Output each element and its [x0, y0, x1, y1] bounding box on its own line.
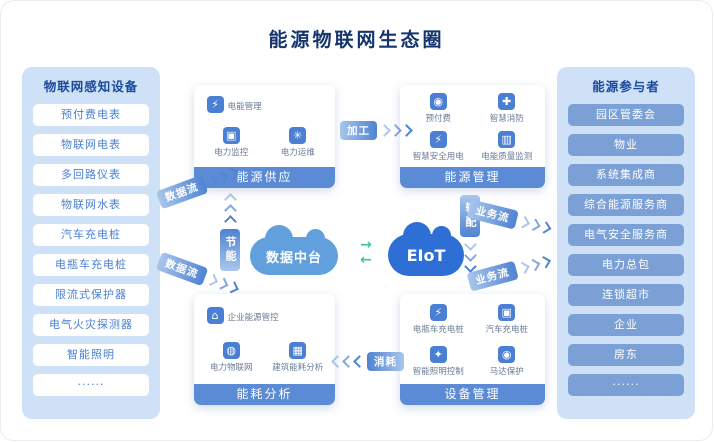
- feature-item: ▥ 电能质量监测: [481, 130, 533, 162]
- list-item: 电气安全服务商: [568, 224, 684, 246]
- box-title-energy-analysis: 能耗分析: [194, 384, 335, 405]
- feature-item: ⚡ 电瓶车充电桩: [412, 303, 464, 335]
- list-item: 物联网水表: [33, 194, 149, 216]
- page-title: 能源物联网生态圈: [268, 29, 445, 51]
- exchange-arrows-icon: → ←: [360, 237, 372, 268]
- list-item-ellipsis: ······: [33, 374, 149, 396]
- list-item: 综合能源服务商: [568, 194, 684, 216]
- feature-item: ◍ 电力物联网: [209, 342, 253, 373]
- safe-power-icon: ⚡: [429, 130, 447, 148]
- building-energy-icon: ▦: [289, 342, 307, 359]
- arrowhead-icon: [463, 238, 477, 273]
- list-item: 电瓶车充电桩: [33, 254, 149, 276]
- arrowhead-icon: [205, 273, 239, 294]
- arrowhead-icon: [517, 215, 551, 234]
- arrowhead-icon: [223, 193, 237, 228]
- fire-safety-shield-icon: ✚: [498, 92, 516, 110]
- feature-item: ⚡ 智慧安全用电: [412, 130, 464, 162]
- energy-management-box: ◉ 预付费 ✚ 智慧消防 ⚡ 智慧安全用电 ▥ 电能质量监测 能源管理: [400, 85, 545, 188]
- right-panel-list: 园区管委会 物业 系统集成商 综合能源服务商 电气安全服务商 电力总包 连锁超市…: [568, 104, 684, 396]
- list-item: 房东: [568, 344, 684, 366]
- smart-lighting-icon: ✦: [429, 345, 447, 363]
- box-title-energy-management: 能源管理: [400, 167, 545, 188]
- list-item: 预付费电表: [33, 104, 149, 126]
- right-panel-header: 能源参与者: [592, 79, 660, 94]
- box-title-device-management: 设备管理: [400, 384, 545, 405]
- car-charger-icon: ▣: [498, 303, 516, 321]
- feature-item: ✳ 电力运维: [280, 127, 315, 158]
- list-item: 物业: [568, 134, 684, 156]
- ebike-charger-icon: ⚡: [429, 303, 447, 321]
- consumption-arrow: 消耗: [331, 352, 404, 371]
- device-management-box: ⚡ 电瓶车充电桩 ▣ 汽车充电桩 ✦ 智能照明控制 ◉ 马达保护 设备管理: [400, 294, 545, 405]
- eiot-cloud: EIoT: [388, 222, 464, 276]
- list-item-ellipsis: ······: [568, 374, 684, 396]
- list-item: 电力总包: [568, 254, 684, 276]
- arrowhead-icon: [331, 355, 366, 368]
- power-iot-globe-icon: ◍: [222, 342, 240, 359]
- list-item: 智能照明: [33, 344, 149, 366]
- feature-item: ◉ 预付费: [425, 92, 451, 124]
- energy-saving-arrow: 节能: [220, 193, 240, 271]
- list-item: 系统集成商: [568, 164, 684, 186]
- list-item: 电气火灾探测器: [33, 314, 149, 336]
- feature-item: ▣ 汽车充电桩: [485, 303, 528, 335]
- arrowhead-icon: [516, 256, 551, 275]
- left-panel-header: 物联网感知设备: [43, 79, 139, 94]
- list-item: 汽车充电桩: [33, 224, 149, 246]
- feature-item: ⌂ 企业能源管控: [201, 307, 329, 324]
- feature-item: ▦ 建筑能耗分析: [272, 342, 324, 373]
- feature-item: ◉ 马达保护: [489, 345, 524, 377]
- list-item: 物联网电表: [33, 134, 149, 156]
- power-ops-icon: ✳: [289, 127, 307, 144]
- feature-item: ✚ 智慧消防: [489, 92, 524, 124]
- power-quality-icon: ▥: [498, 130, 516, 148]
- energy-supply-box: ⚡ 电能管理 ▣ 电力监控 ✳ 电力运维 能源供应: [194, 85, 335, 188]
- feature-item: ✦ 智能照明控制: [412, 345, 464, 377]
- feature-item: ⚡ 电能管理: [201, 96, 329, 113]
- list-item: 企业: [568, 314, 684, 336]
- energy-participants-panel: 能源参与者 园区管委会 物业 系统集成商 综合能源服务商 电气安全服务商 电力总…: [557, 67, 695, 419]
- data-platform-cloud: 数据中台: [250, 225, 338, 275]
- power-management-icon: ⚡: [206, 96, 224, 113]
- box-title-energy-supply: 能源供应: [194, 167, 335, 188]
- left-panel-list: 预付费电表 物联网电表 多回路仪表 物联网水表 汽车充电桩 电瓶车充电桩 限流式…: [33, 104, 149, 396]
- prepaid-icon: ◉: [429, 92, 447, 110]
- list-item: 连锁超市: [568, 284, 684, 306]
- motor-protection-icon: ◉: [498, 345, 516, 363]
- list-item: 限流式保护器: [33, 284, 149, 306]
- list-item: 园区管委会: [568, 104, 684, 126]
- power-monitoring-icon: ▣: [222, 127, 240, 144]
- list-item: 多回路仪表: [33, 164, 149, 186]
- processing-arrow: 加工: [340, 121, 413, 140]
- arrowhead-icon: [378, 124, 413, 137]
- iot-devices-panel: 物联网感知设备 预付费电表 物联网电表 多回路仪表 物联网水表 汽车充电桩 电瓶…: [22, 67, 160, 419]
- energy-analysis-box: ⌂ 企业能源管控 ◍ 电力物联网 ▦ 建筑能耗分析 能耗分析: [194, 294, 335, 405]
- enterprise-energy-icon: ⌂: [206, 307, 224, 324]
- feature-item: ▣ 电力监控: [214, 127, 249, 158]
